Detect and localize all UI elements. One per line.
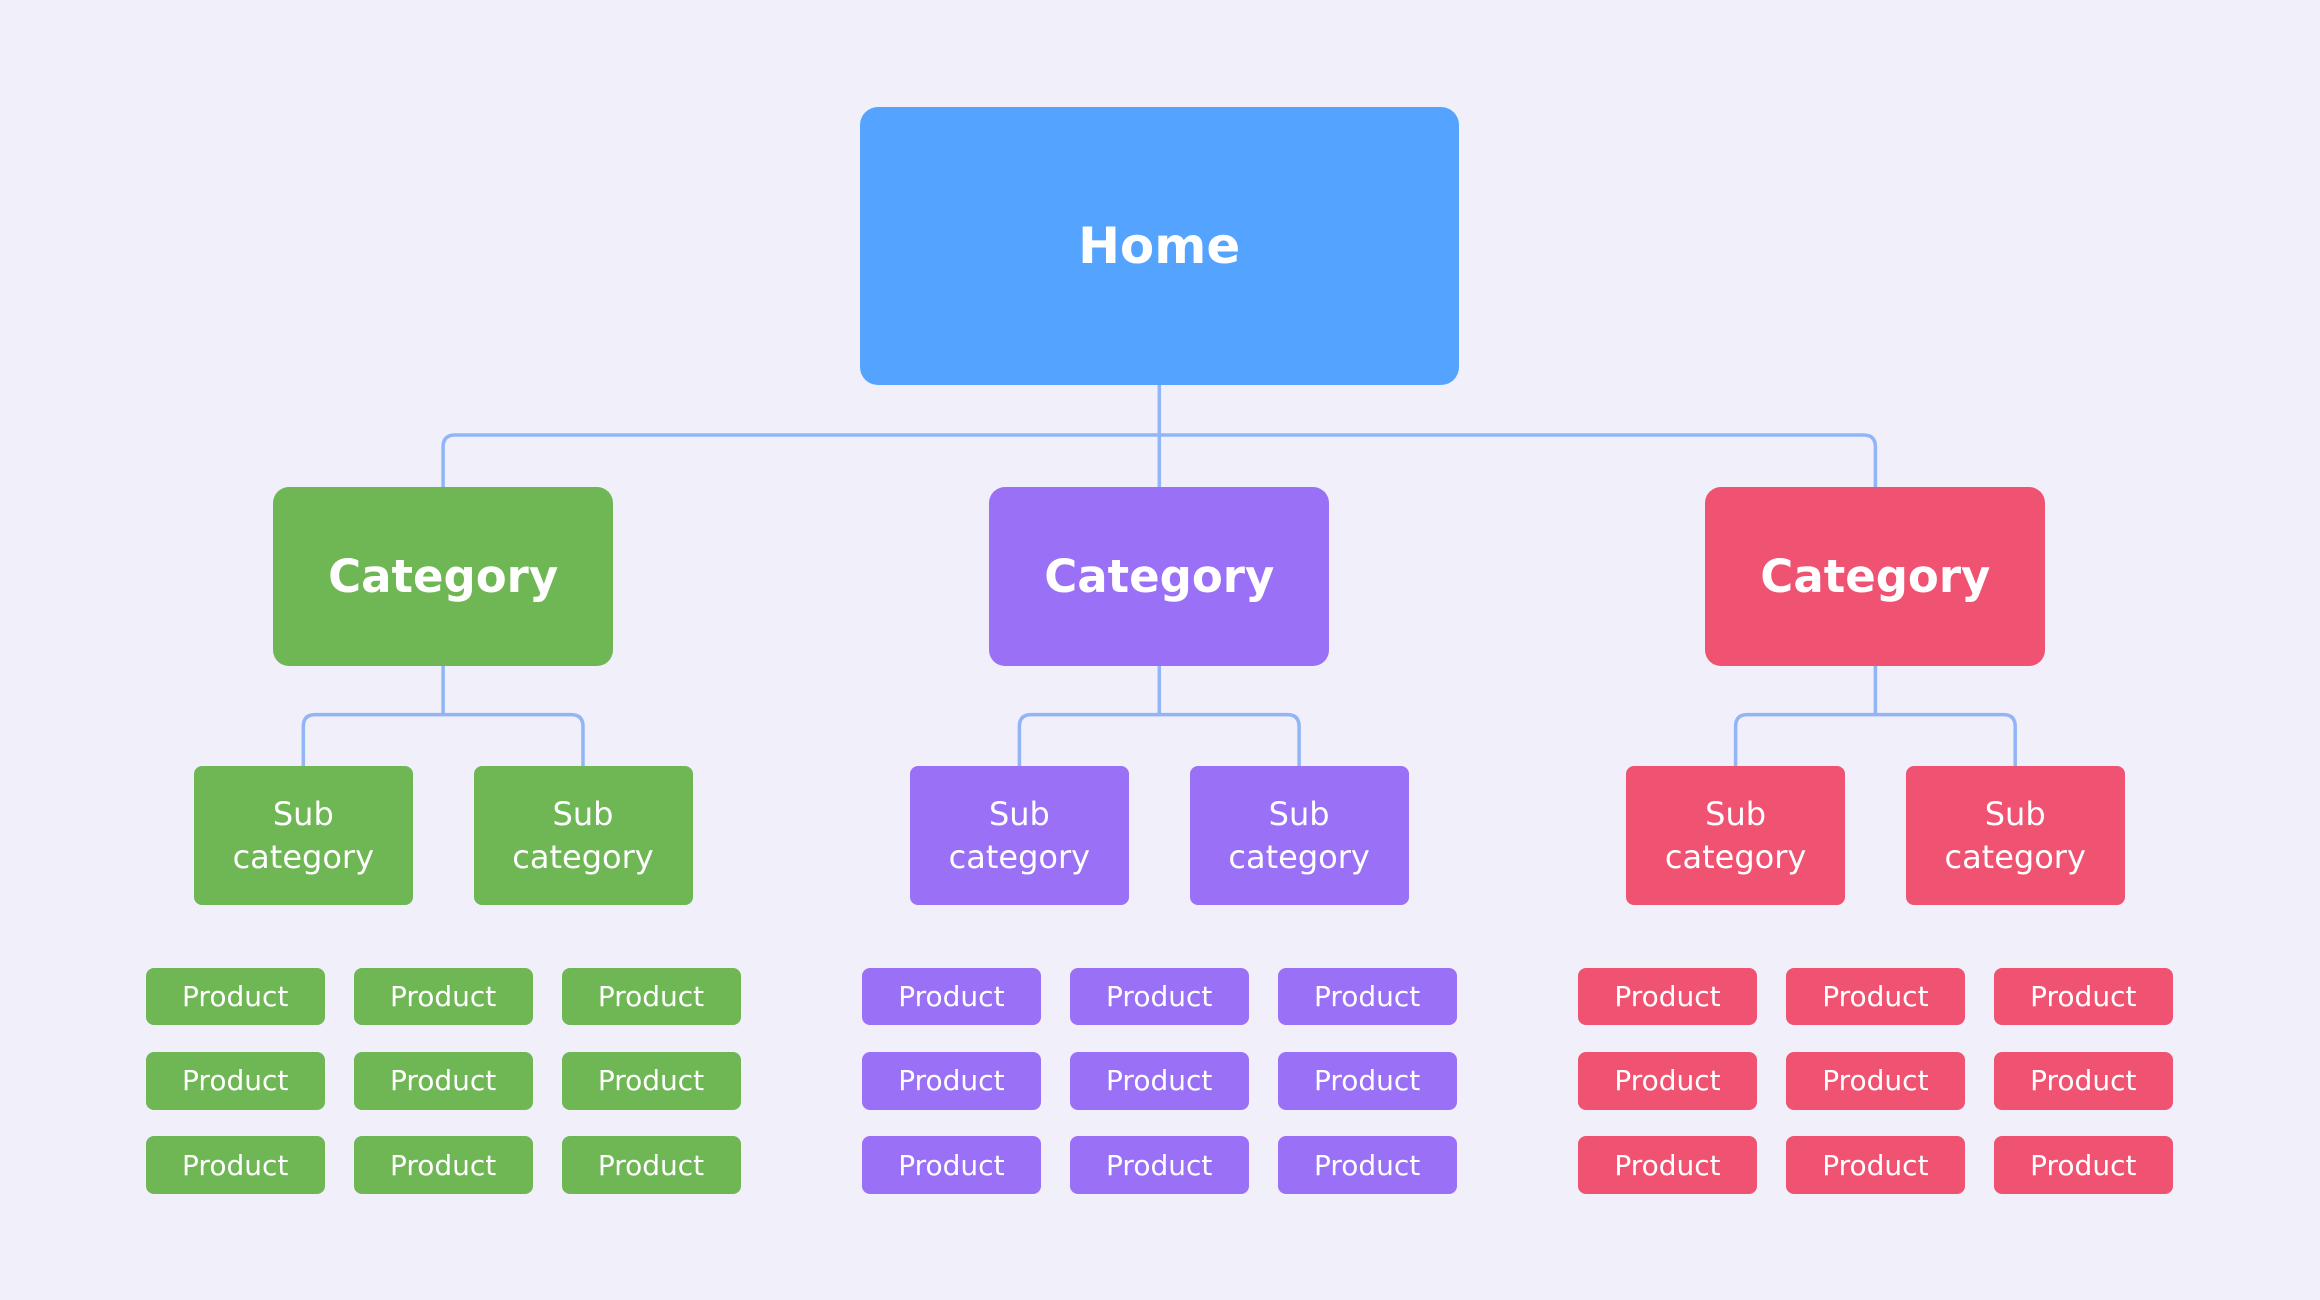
product-node[interactable]: Product bbox=[1069, 1052, 1249, 1110]
product-label: Product bbox=[597, 1148, 705, 1182]
product-label: Product bbox=[182, 1148, 289, 1182]
subcategory-label-line2: category bbox=[1228, 837, 1370, 876]
top-bus-line bbox=[441, 433, 1878, 489]
product-node[interactable]: Product bbox=[145, 1136, 325, 1194]
product-label: Product bbox=[389, 980, 497, 1014]
product-label: Product bbox=[2030, 980, 2137, 1014]
product-label: Product bbox=[182, 1064, 289, 1098]
product-node[interactable]: Product bbox=[1069, 1136, 1249, 1194]
subcategory-label-line1: Sub bbox=[1984, 794, 2046, 833]
product-node[interactable]: Product bbox=[561, 1136, 741, 1194]
product-node[interactable]: Product bbox=[1993, 967, 2173, 1026]
product-node[interactable]: Product bbox=[861, 1052, 1041, 1110]
product-label: Product bbox=[1106, 1148, 1213, 1182]
product-label: Product bbox=[1822, 980, 1929, 1014]
subcategory-bus-line bbox=[1733, 712, 2017, 769]
product-node[interactable]: Product bbox=[353, 1136, 533, 1194]
home-label: Home bbox=[1078, 216, 1241, 275]
product-node[interactable]: Product bbox=[861, 967, 1041, 1026]
product-label: Product bbox=[898, 980, 1005, 1014]
subcategory-node[interactable]: Sub category bbox=[909, 766, 1129, 906]
product-node[interactable]: Product bbox=[1578, 967, 1757, 1026]
home-node[interactable]: Home bbox=[859, 106, 1459, 385]
product-node[interactable]: Product bbox=[1277, 1136, 1457, 1194]
subcategory-node[interactable]: Sub category bbox=[1905, 766, 2125, 906]
subcategory-label-line1: Sub bbox=[272, 794, 334, 833]
product-label: Product bbox=[1614, 1064, 1721, 1098]
subcategory-node[interactable]: Sub category bbox=[473, 766, 693, 906]
subcategory-label-line2: category bbox=[232, 837, 374, 876]
product-label: Product bbox=[1313, 980, 1421, 1014]
product-node[interactable]: Product bbox=[1785, 1052, 1965, 1110]
subcategory-label-line2: category bbox=[948, 837, 1091, 876]
product-node[interactable]: Product bbox=[861, 1136, 1041, 1194]
product-node[interactable]: Product bbox=[1578, 1136, 1757, 1194]
product-label: Product bbox=[182, 980, 289, 1014]
product-node[interactable]: Product bbox=[145, 967, 325, 1026]
product-label: Product bbox=[1614, 980, 1721, 1014]
subcategory-label-line1: Sub bbox=[988, 794, 1050, 833]
category-node[interactable]: Category bbox=[989, 486, 1330, 666]
product-node[interactable]: Product bbox=[1069, 967, 1249, 1026]
product-node[interactable]: Product bbox=[1993, 1052, 2173, 1110]
subcategory-bus-line bbox=[301, 712, 585, 769]
product-label: Product bbox=[1313, 1148, 1421, 1182]
product-node[interactable]: Product bbox=[561, 1052, 741, 1110]
product-label: Product bbox=[597, 980, 705, 1014]
subcategory-label-line1: Sub bbox=[1268, 794, 1330, 833]
product-node[interactable]: Product bbox=[1785, 967, 1965, 1026]
subcategory-label-line2: category bbox=[1944, 837, 2086, 876]
subcategory-label-line1: Sub bbox=[1705, 794, 1767, 833]
product-label: Product bbox=[1106, 1064, 1213, 1098]
category-node[interactable]: Category bbox=[273, 486, 614, 666]
product-node[interactable]: Product bbox=[353, 1052, 533, 1110]
category-label: Category bbox=[328, 549, 559, 603]
product-label: Product bbox=[1106, 980, 1213, 1014]
product-label: Product bbox=[2030, 1148, 2137, 1182]
subcategory-label-line2: category bbox=[512, 837, 654, 876]
category-node[interactable]: Category bbox=[1705, 486, 2046, 666]
subcategory-bus-line bbox=[1017, 712, 1301, 769]
product-node[interactable]: Product bbox=[145, 1052, 325, 1110]
subcategory-node[interactable]: Sub category bbox=[1626, 766, 1846, 906]
product-label: Product bbox=[1614, 1148, 1721, 1182]
product-label: Product bbox=[1822, 1064, 1929, 1098]
product-node[interactable]: Product bbox=[561, 967, 741, 1026]
product-label: Product bbox=[898, 1064, 1005, 1098]
product-label: Product bbox=[597, 1064, 705, 1098]
product-node[interactable]: Product bbox=[1277, 967, 1457, 1026]
product-label: Product bbox=[1313, 1064, 1421, 1098]
product-label: Product bbox=[2030, 1064, 2137, 1098]
subcategory-label-line2: category bbox=[1664, 837, 1807, 876]
subcategory-label-line1: Sub bbox=[552, 794, 614, 833]
product-label: Product bbox=[389, 1064, 497, 1098]
product-node[interactable]: Product bbox=[1785, 1136, 1965, 1194]
product-node[interactable]: Product bbox=[353, 967, 533, 1026]
product-node[interactable]: Product bbox=[1993, 1136, 2173, 1194]
category-label: Category bbox=[1760, 549, 1991, 603]
product-node[interactable]: Product bbox=[1277, 1052, 1457, 1110]
product-node[interactable]: Product bbox=[1578, 1052, 1757, 1110]
product-label: Product bbox=[898, 1148, 1005, 1182]
category-label: Category bbox=[1044, 549, 1275, 603]
product-label: Product bbox=[1822, 1148, 1929, 1182]
subcategory-node[interactable]: Sub category bbox=[1189, 766, 1409, 906]
product-label: Product bbox=[389, 1148, 497, 1182]
subcategory-node[interactable]: Sub category bbox=[193, 766, 413, 906]
